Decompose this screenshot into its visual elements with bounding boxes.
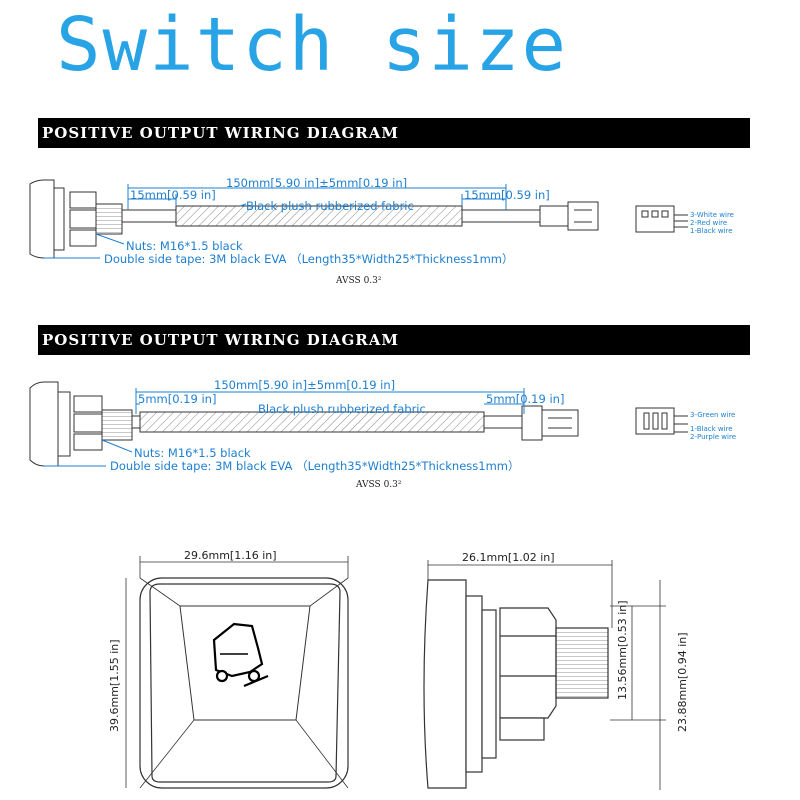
tape-note-1: Double side tape: 3M black EVA （Length35… (104, 252, 514, 266)
side-view (423, 560, 666, 790)
tape-note-2: Double side tape: 3M black EVA （Length35… (110, 459, 520, 473)
pin-label-2-1: 3-Green wire (690, 411, 736, 419)
pin-label-2-2: 1-Black wire (690, 425, 733, 433)
page-title: Switch size (56, 2, 569, 88)
right-strip-dim-2: 5mm[0.19 in] (486, 392, 565, 406)
front-height-dim: 39.6mm[1.55 in] (108, 639, 121, 732)
right-strip-dim-1: 15mm[0.59 in] (464, 188, 550, 202)
wiring-diagram-2 (29, 381, 688, 467)
side-width-dim: 26.1mm[1.02 in] (462, 551, 555, 564)
cable-label-2: Black plush rubberized fabric (258, 402, 426, 416)
pin-label-1-1: 3-White wire (690, 211, 734, 219)
left-strip-dim-2: 5mm[0.19 in] (138, 392, 217, 406)
wire-gauge-1: AVSS 0.3² (336, 276, 382, 286)
wiring-diagram-banner-2: POSITIVE OUTPUT WIRING DIAGRAM (38, 325, 750, 355)
front-view (125, 556, 349, 789)
total-height-dim: 23.88mm[0.94 in] (676, 632, 689, 732)
cable-label-1: Black plush rubberized fabric (246, 199, 414, 213)
pin-label-1-3: 1-Black wire (690, 227, 733, 235)
pin-label-2-3: 2-Purple wire (690, 433, 737, 441)
car-trunk-icon (212, 622, 269, 688)
wire-gauge-2: AVSS 0.3² (356, 480, 402, 490)
thread-depth-dim: 13.56mm[0.53 in] (616, 600, 629, 700)
nuts-note-2: Nuts: M16*1.5 black (134, 446, 251, 460)
wiring-diagram-banner-1: POSITIVE OUTPUT WIRING DIAGRAM (38, 118, 750, 148)
front-width-dim: 29.6mm[1.16 in] (184, 549, 277, 562)
wiring-diagram-1 (29, 179, 688, 259)
left-strip-dim-1: 15mm[0.59 in] (130, 188, 216, 202)
pin-label-1-2: 2-Red wire (690, 219, 728, 227)
total-length-dim-2: 150mm[5.90 in]±5mm[0.19 in] (214, 378, 396, 392)
total-length-dim-1: 150mm[5.90 in]±5mm[0.19 in] (226, 176, 408, 190)
nuts-note-1: Nuts: M16*1.5 black (126, 239, 243, 253)
